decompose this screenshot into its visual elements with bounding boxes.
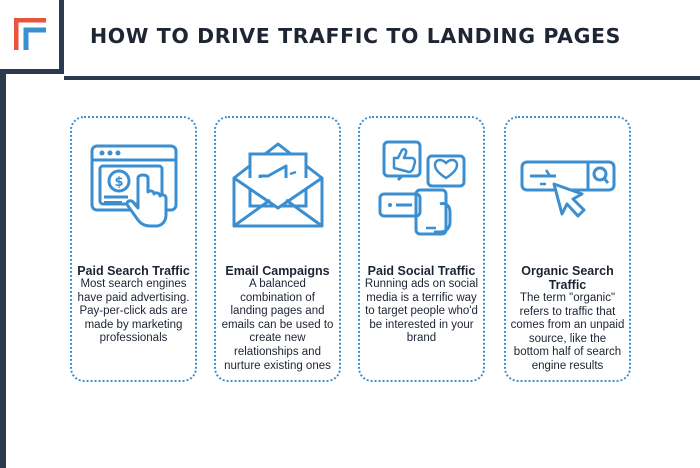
header-frame [64,0,700,80]
card-text: Paid Social Traffic Running ads on socia… [364,264,479,346]
card-paid-social: Paid Social Traffic Running ads on socia… [358,116,485,382]
card-text: Paid Search Traffic Most search engines … [76,264,191,346]
envelope-megaphone-icon [232,142,324,228]
card-body: Most search engines have paid advertisin… [77,278,190,345]
card-body: A balanced combination of landing pages … [221,278,334,372]
left-frame-bar [0,70,6,468]
card-paid-search: $ Paid Search Traffic Most search engine… [70,116,197,382]
browser-dollar-click-icon: $ [90,144,178,228]
card-body: Running ads on social media is a terrifi… [364,278,479,345]
card-title: Paid Search Traffic [77,264,190,278]
card-body: The term "organic" refers to traffic tha… [510,292,625,372]
card-text: Organic Search Traffic The term "organic… [510,264,625,374]
search-bar-cursor-icon [520,160,616,218]
logo-icon [14,18,46,50]
svg-text:$: $ [114,175,123,190]
card-title: Paid Social Traffic [367,264,476,278]
card-text: Email Campaigns A balanced combination o… [220,264,335,373]
card-title: Organic Search Traffic [521,264,614,292]
social-like-heart-icon [378,140,466,236]
page-title: HOW TO DRIVE TRAFFIC TO LANDING PAGES [90,24,621,48]
card-title: Email Campaigns [225,264,330,278]
card-organic-search: Organic Search Traffic The term "organic… [504,116,631,382]
logo-box [0,0,64,74]
card-email-campaigns: Email Campaigns A balanced combination o… [214,116,341,382]
